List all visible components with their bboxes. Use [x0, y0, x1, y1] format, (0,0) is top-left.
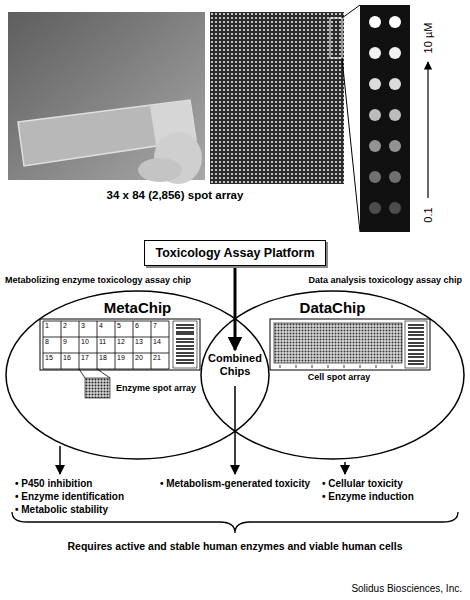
bullet-item: • Enzyme induction	[322, 491, 414, 503]
cell-number: 14	[153, 338, 161, 346]
cell-number: 15	[45, 354, 53, 362]
cell-number: 16	[63, 354, 71, 362]
part-label: Cell spot array	[308, 372, 371, 382]
cell-number: 17	[81, 354, 89, 362]
datachip-slide	[270, 319, 430, 370]
cell-number: 2	[63, 322, 67, 330]
bullet-item: • P450 inhibition	[15, 478, 92, 490]
cell-number: 7	[153, 322, 157, 330]
chip-name: MetaChip	[5, 299, 270, 316]
ellipse-shape	[6, 291, 269, 459]
metachip-slide	[40, 319, 200, 398]
ellipse-shape	[201, 291, 464, 459]
chip-heading: Metabolizing enzyme toxicology assay chi…	[5, 275, 191, 285]
array-caption: 34 x 84 (2,856) spot array	[107, 189, 244, 202]
requirement-note: Requires active and stable human enzymes…	[68, 540, 403, 552]
combined-label-region: Combined Chips	[207, 352, 263, 378]
cell-number: 11	[99, 338, 106, 346]
cell-number: 19	[117, 354, 125, 362]
chip-name: DataChip	[200, 299, 465, 316]
combined-text: Combined Chips	[207, 352, 263, 378]
cell-number: 20	[135, 354, 143, 362]
cell-number: 12	[117, 338, 125, 346]
cell-number: 6	[135, 322, 139, 330]
cell-number: 18	[99, 354, 107, 362]
flow-arrow	[234, 266, 237, 350]
credit-note: Solidus Biosciences, Inc.	[351, 583, 462, 595]
concentration-label: 10 µM	[422, 23, 435, 54]
slide-photo	[8, 12, 205, 184]
bullet-item: • Metabolism-generated toxicity	[160, 478, 310, 490]
cell-number: 8	[45, 338, 49, 346]
cell-number: 4	[99, 322, 103, 330]
part-label: Enzyme spot array	[116, 383, 196, 393]
cell-number: 3	[81, 322, 85, 330]
result-arrows	[60, 386, 345, 474]
cell-number: 13	[135, 338, 143, 346]
cell-number: 9	[63, 338, 67, 346]
process-box: Toxicology Assay Platform	[144, 240, 325, 266]
concentration-label: 0.1	[422, 207, 435, 222]
cell-number: 21	[153, 354, 161, 362]
dilution-strip	[360, 5, 428, 232]
bullet-item: • Metabolic stability	[15, 504, 108, 516]
chip-heading: Data analysis toxicology assay chip	[308, 275, 462, 285]
bullet-item: • Enzyme identification	[15, 491, 124, 503]
cell-number: 10	[81, 338, 89, 346]
box-text: Toxicology Assay Platform	[155, 246, 314, 260]
bullet-item: • Cellular toxicity	[322, 478, 403, 490]
curly-brace	[12, 512, 458, 533]
cell-number: 5	[117, 322, 121, 330]
cell-number: 1	[45, 322, 49, 330]
